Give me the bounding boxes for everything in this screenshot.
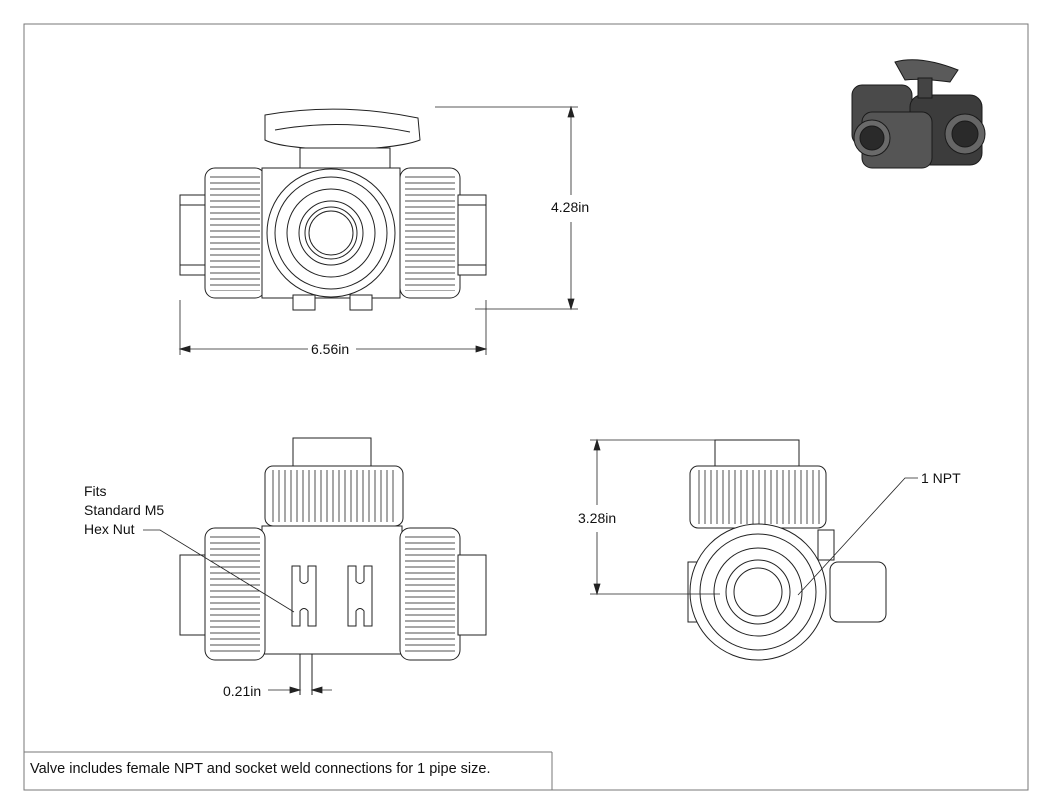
valve-top-view <box>179 437 487 695</box>
port-size-callout: 1 NPT <box>921 470 961 486</box>
dimension-lines-slot <box>143 529 332 694</box>
dimension-lines-top <box>178 105 578 355</box>
dimension-height-side-label: 3.28in <box>578 510 617 526</box>
dimension-lines-side <box>590 438 918 596</box>
valve-isometric-view <box>851 59 986 169</box>
nut-callout-line-1: Fits <box>84 483 107 499</box>
nut-callout-line-2: Standard M5 <box>84 502 165 518</box>
nut-callout-line-3: Hex Nut <box>84 521 135 537</box>
dimension-slot-width-label: 0.21in <box>223 683 262 699</box>
dimension-width-top-label: 6.56in <box>311 341 350 357</box>
footer-note: Valve includes female NPT and socket wel… <box>30 761 491 777</box>
sheet-border <box>23 23 1029 791</box>
valve-side-view <box>687 439 887 661</box>
nut-callout: Fits Standard M5 Hex Nut <box>84 482 164 539</box>
valve-front-view <box>179 108 487 311</box>
dimension-height-top-label: 4.28in <box>551 199 590 215</box>
